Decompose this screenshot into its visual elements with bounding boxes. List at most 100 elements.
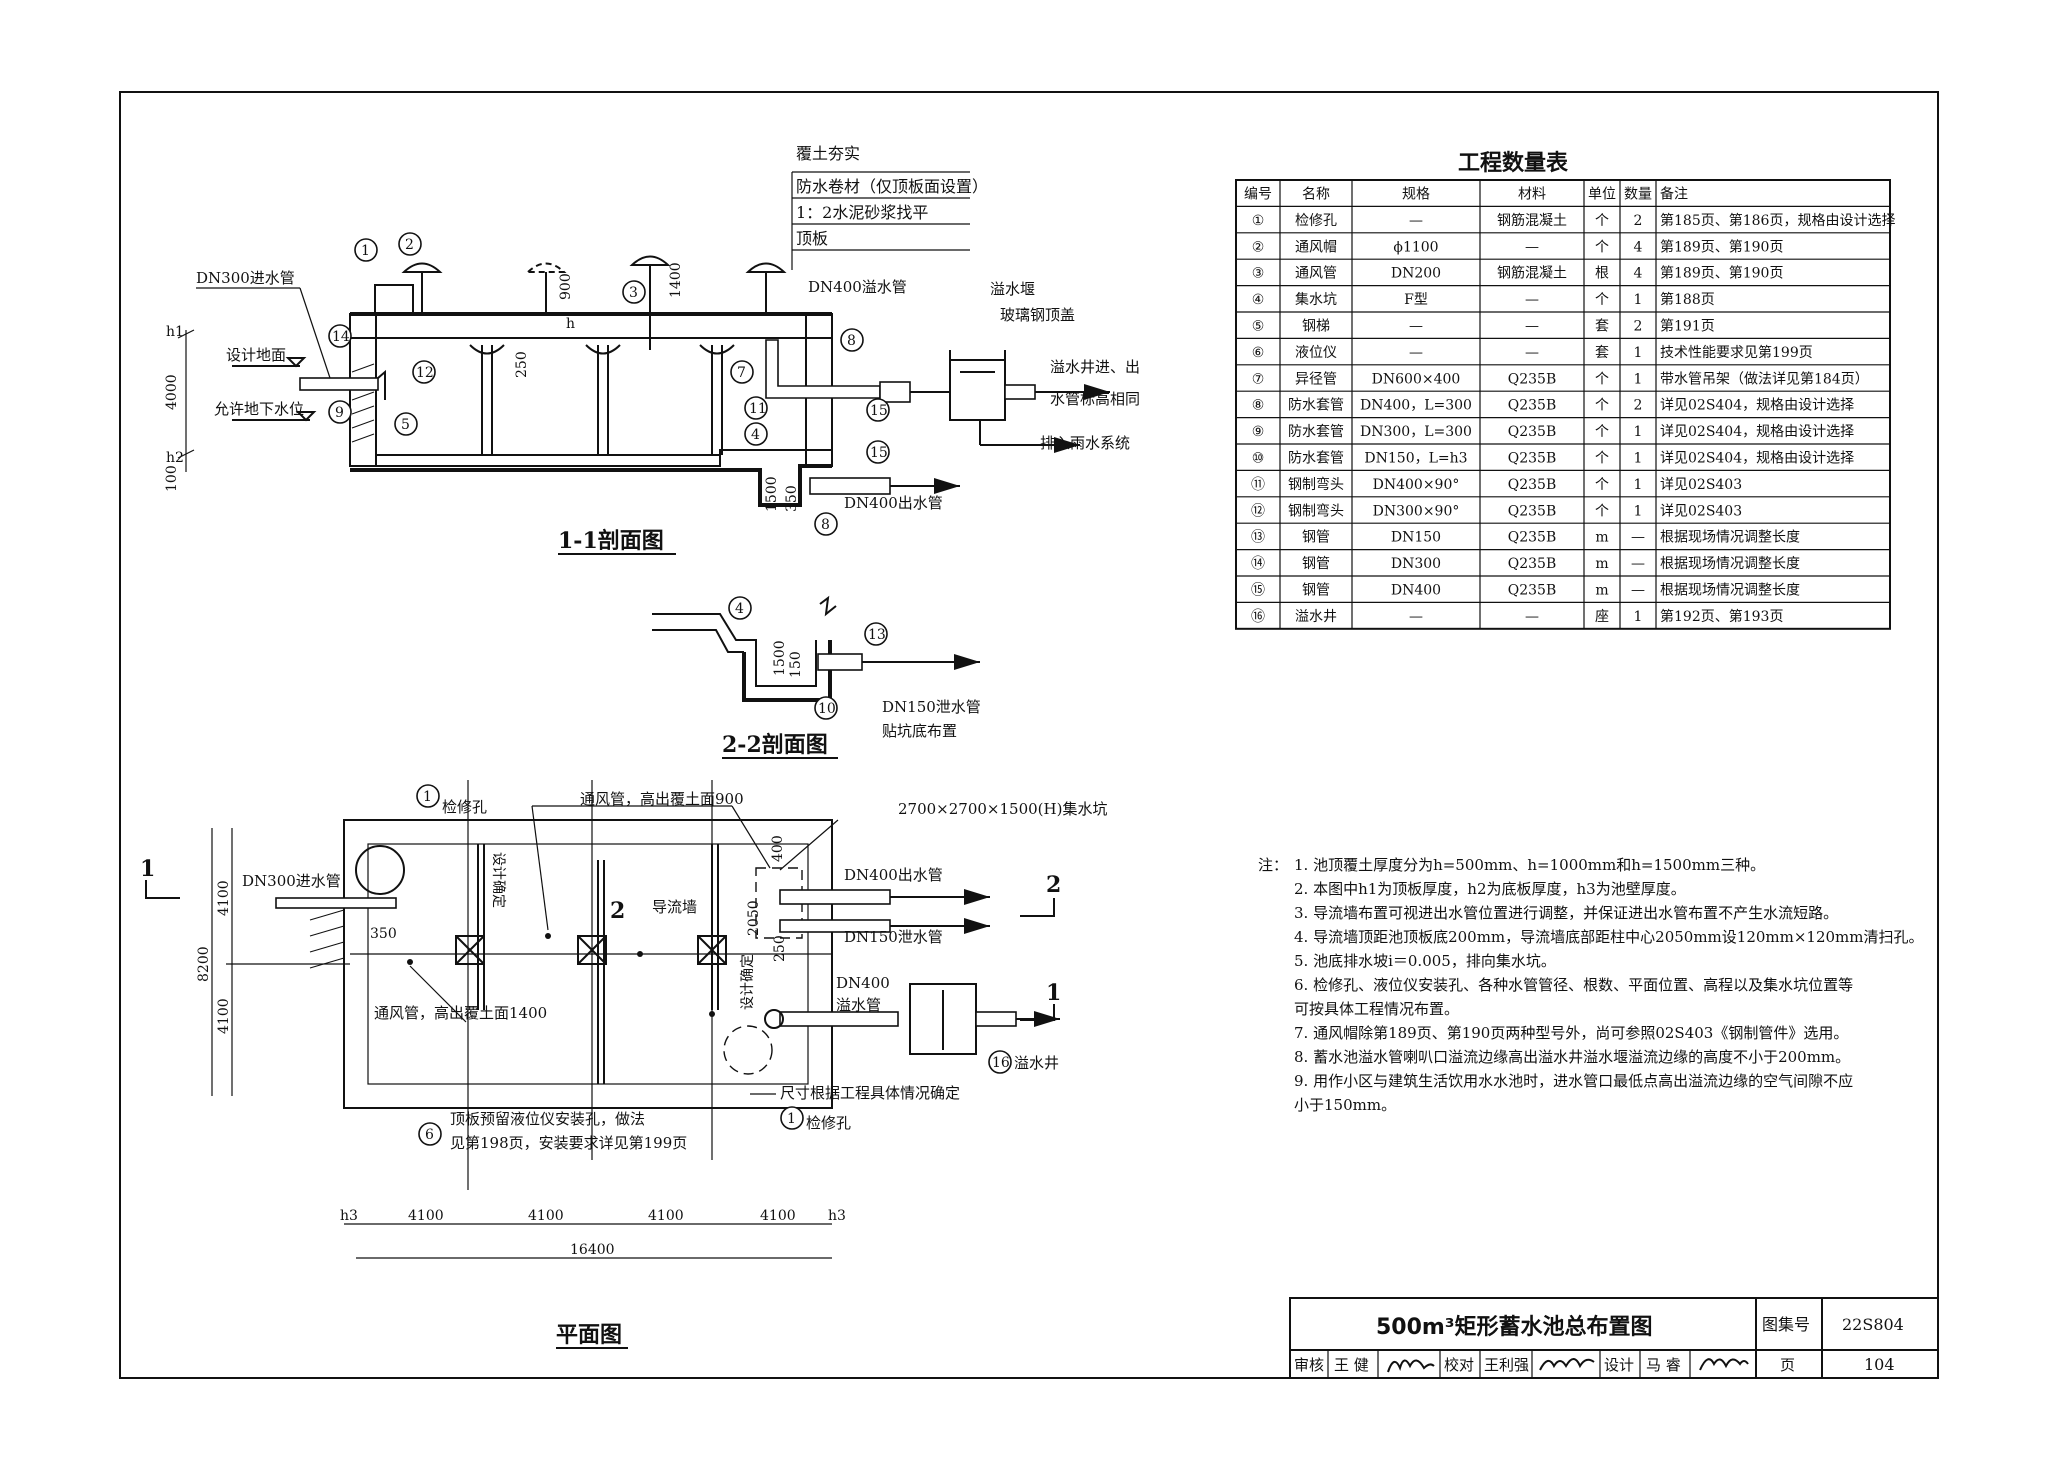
note-line: 7. 通风帽除第189页、第190页两种型号外，尚可参照02S403《钢制管件》… (1294, 1024, 1848, 1042)
label-dn300-inlet-plan: DN300进水管 (242, 872, 341, 890)
note-line: 5. 池底排水坡i＝0.005，排向集水坑。 (1294, 952, 1556, 970)
label-manhole-bottom: 检修孔 (806, 1114, 851, 1132)
label-dn400-overflow-1: DN400 (836, 974, 890, 992)
table-row-15-cell-4: m (1595, 582, 1608, 598)
label-dn400-outlet-plan: DN400出水管 (844, 866, 943, 884)
dim-250-plan: 250 (772, 935, 788, 962)
table-row-16-cell-0: ⑯ (1251, 609, 1265, 625)
table-row-10-cell-0: ⑩ (1252, 450, 1265, 466)
label-design-det-1: 设计确定 (490, 852, 506, 908)
title-block: 500m³矩形蓄水池总布置图 图集号 22S804 审核 王 健 校对 王利强 … (1289, 1297, 1939, 1379)
label-overflow-elev-1: 溢水井进、出 (1050, 358, 1140, 376)
label-dn400-overflow: DN400溢水管 (808, 278, 907, 296)
table-header-cell-1: 名称 (1302, 186, 1330, 202)
table-row-14-cell-5: — (1631, 556, 1645, 572)
table-row-13-cell-1: 钢管 (1302, 530, 1330, 546)
table-row-2-cell-0: ② (1252, 239, 1265, 255)
table-row-2-cell-4: 个 (1595, 239, 1609, 255)
svg-text:15: 15 (870, 403, 888, 419)
notes-prefix: 注： (1258, 856, 1288, 874)
table-row-2-cell-2: ϕ1100 (1393, 239, 1438, 255)
svg-text:14: 14 (332, 329, 350, 345)
table-row-14-cell-2: DN300 (1391, 556, 1441, 572)
dim-100: 100 (164, 465, 180, 492)
table-row-7-cell-1: 异径管 (1295, 371, 1337, 387)
note-line: 1. 池顶覆土厚度分为h=500mm、h=1000mm和h=1500mm三种。 (1294, 856, 1765, 874)
dim-2050-plan: 2050 (746, 900, 762, 936)
svg-text:1: 1 (423, 789, 432, 805)
table-row-16-cell-1: 溢水井 (1295, 609, 1337, 625)
table-row-12-cell-2: DN300×90° (1373, 503, 1460, 519)
dim-4000: 4000 (164, 374, 180, 410)
table-row-5-cell-5: 2 (1634, 318, 1643, 334)
cut-marker-1-right: 1 (1046, 980, 1061, 1006)
section-2-2-title: 2-2剖面图 (722, 732, 828, 758)
table-row-7-cell-4: 个 (1595, 371, 1609, 387)
table-row-10-cell-2: DN150，L=h3 (1364, 450, 1467, 466)
table-header-cell-4: 单位 (1588, 186, 1616, 202)
table-row-15-cell-2: DN400 (1391, 582, 1441, 598)
table-row-13-cell-6: 根据现场情况调整长度 (1660, 530, 1800, 546)
label-overflow-elev-2: 水管标高相同 (1050, 390, 1140, 408)
table-row-14-cell-1: 钢管 (1302, 556, 1330, 572)
checker-signature (1539, 1358, 1595, 1371)
table-row-1-cell-2: — (1409, 213, 1423, 229)
table-frame (1235, 179, 1891, 630)
table-row-8-cell-1: 防水套管 (1288, 398, 1344, 414)
table-row-13-cell-4: m (1595, 530, 1608, 546)
table-row-11-cell-4: 个 (1595, 477, 1609, 493)
table-row-3-cell-3: 钢筋混凝土 (1497, 265, 1567, 282)
table-row-2-cell-3: — (1525, 239, 1539, 255)
note-line: 4. 导流墙顶距池顶板底200mm，导流墙底部距柱中心2050mm设120mm×… (1294, 928, 1924, 946)
table-row-5-cell-1: 钢梯 (1302, 318, 1330, 334)
table-row-14-cell-0: ⑭ (1251, 556, 1265, 572)
label-glass-cover: 玻璃钢顶盖 (1000, 306, 1075, 324)
cut-marker-2-mid: 2 (610, 898, 625, 924)
label-dn400-overflow-2: 溢水管 (836, 996, 881, 1014)
table-row-14-cell-6: 根据现场情况调整长度 (1660, 556, 1800, 572)
notes-block: 注： 1. 池顶覆土厚度分为h=500mm、h=1000mm和h=1500mm三… (1258, 856, 1924, 1114)
label-design-det-2: 设计确定 (740, 954, 756, 1010)
note-line: 8. 蓄水池溢水管喇叭口溢流边缘高出溢水井溢水堰溢流边缘的高度不小于200mm。 (1294, 1048, 1850, 1066)
note-line: 6. 检修孔、液位仪安装孔、各种水管管径、根数、平面位置、高程以及集水坑位置等 (1294, 976, 1853, 994)
svg-text:1: 1 (787, 1111, 796, 1127)
table-row-6-cell-4: 套 (1595, 345, 1609, 361)
table-header-cell-5: 数量 (1624, 186, 1652, 202)
table-row-9-cell-2: DN300，L=300 (1360, 424, 1472, 440)
sheet-border (119, 91, 1939, 1379)
label-dn300-inlet: DN300进水管 (196, 269, 295, 287)
dim-1500-s11: 1500 (764, 476, 780, 512)
dim-150-s22: 150 (788, 651, 804, 678)
table-row-16-cell-4: 座 (1595, 609, 1609, 625)
dim-4100-v2: 4100 (216, 998, 232, 1034)
dim-h3-left: h3 (340, 1208, 358, 1224)
label-dn400-outlet: DN400出水管 (844, 494, 943, 512)
table-row-3-cell-4: 根 (1595, 266, 1609, 282)
svg-text:15: 15 (870, 445, 888, 461)
label-sump: 2700×2700×1500(H)集水坑 (898, 800, 1107, 818)
table-header-cell-6: 备注 (1660, 185, 1688, 202)
label-bottom-layout: 贴坑底布置 (882, 722, 957, 740)
table-row-7-cell-2: DN600×400 (1372, 371, 1461, 387)
cut-marker-1-left: 1 (140, 856, 155, 882)
label-overflow-well: 溢水井 (1014, 1054, 1059, 1072)
table-row-16-cell-3: — (1525, 609, 1539, 625)
table-row-11-cell-2: DN400×90° (1373, 477, 1460, 493)
table-row-1-cell-6: 第185页、第186页，规格由设计选择 (1660, 212, 1895, 229)
dim-350-plan: 350 (370, 926, 397, 942)
page-number: 104 (1864, 1355, 1895, 1374)
table-row-5-cell-2: — (1409, 318, 1423, 334)
review-label: 审核 (1294, 1356, 1324, 1374)
plan-view: 通风管，高出覆土面900 2700×2700×1500(H)集水坑 DN300进… (140, 780, 1107, 1349)
table-row-6-cell-0: ⑥ (1252, 345, 1265, 361)
note-line: 2. 本图中h1为顶板厚度，h2为底板厚度，h3为池壁厚度。 (1294, 880, 1686, 898)
atlas-number: 22S804 (1842, 1315, 1904, 1334)
table-row-6-cell-2: — (1409, 345, 1423, 361)
table-row-9-cell-1: 防水套管 (1288, 424, 1344, 440)
table-row-1-cell-0: ① (1252, 213, 1265, 229)
dim-250: 250 (514, 351, 530, 378)
table-row-7-cell-6: 带水管吊架（做法详见第184页） (1660, 370, 1869, 387)
table-row-13-cell-3: Q235B (1508, 530, 1557, 546)
table-row-11-cell-5: 1 (1634, 477, 1643, 493)
